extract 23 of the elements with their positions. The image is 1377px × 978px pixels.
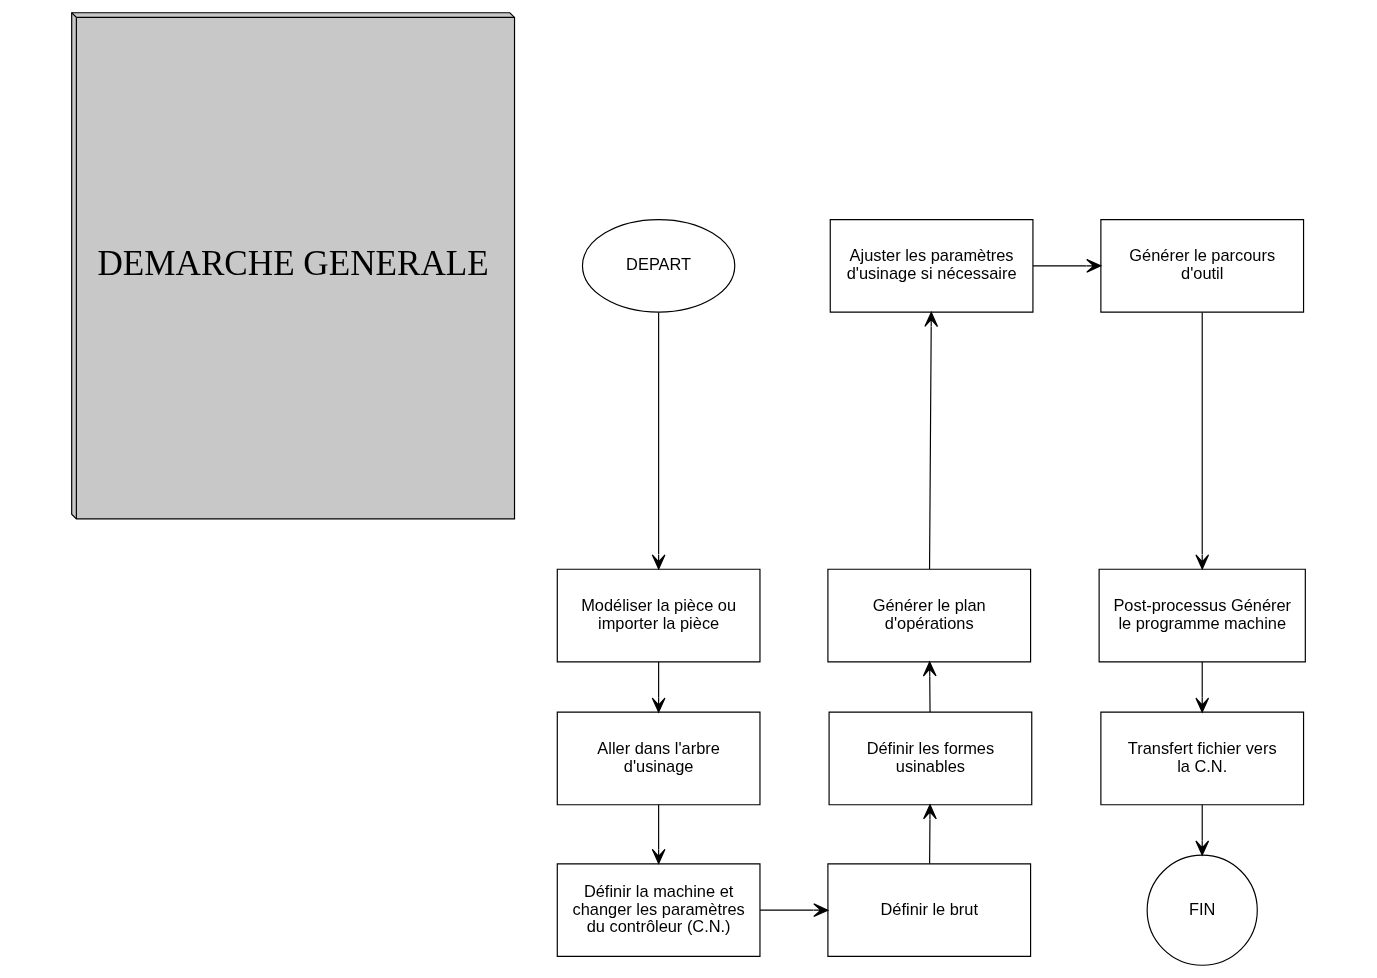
- node-box: Définir le brut: [827, 863, 1032, 958]
- node-box: Générer le plan d'opérations: [827, 568, 1032, 663]
- arrow: [1195, 804, 1210, 856]
- arrow: [759, 903, 829, 918]
- node-box: Ajuster les paramètres d'usinage si nécessaire: [829, 218, 1034, 313]
- arrow: [923, 804, 937, 864]
- node-box: Générer le parcours d'outil: [1100, 218, 1305, 313]
- node-box: Transfert fichier vers la C.N.: [1100, 711, 1305, 806]
- arrow: [651, 311, 666, 570]
- arrow: [1195, 661, 1210, 713]
- node-box: Définir les formes usinables: [828, 711, 1033, 806]
- arrow: [1195, 311, 1210, 570]
- arrow: [1032, 258, 1102, 273]
- node-circle: FIN: [1146, 854, 1258, 966]
- node-box: Modéliser la pièce ou importer la pièce: [556, 568, 761, 663]
- arrow: [922, 661, 937, 713]
- node-ellipse: DEPART: [581, 218, 736, 313]
- node-box: Aller dans l'arbre d'usinage: [556, 711, 761, 806]
- node-box: Définir la machine et changer les paramètres du contrôleur (C.N.): [556, 863, 761, 958]
- arrow: [924, 311, 939, 570]
- arrow: [651, 661, 666, 713]
- node-box: Post-processus Générer le programme machine: [1098, 568, 1306, 663]
- arrow: [651, 804, 666, 864]
